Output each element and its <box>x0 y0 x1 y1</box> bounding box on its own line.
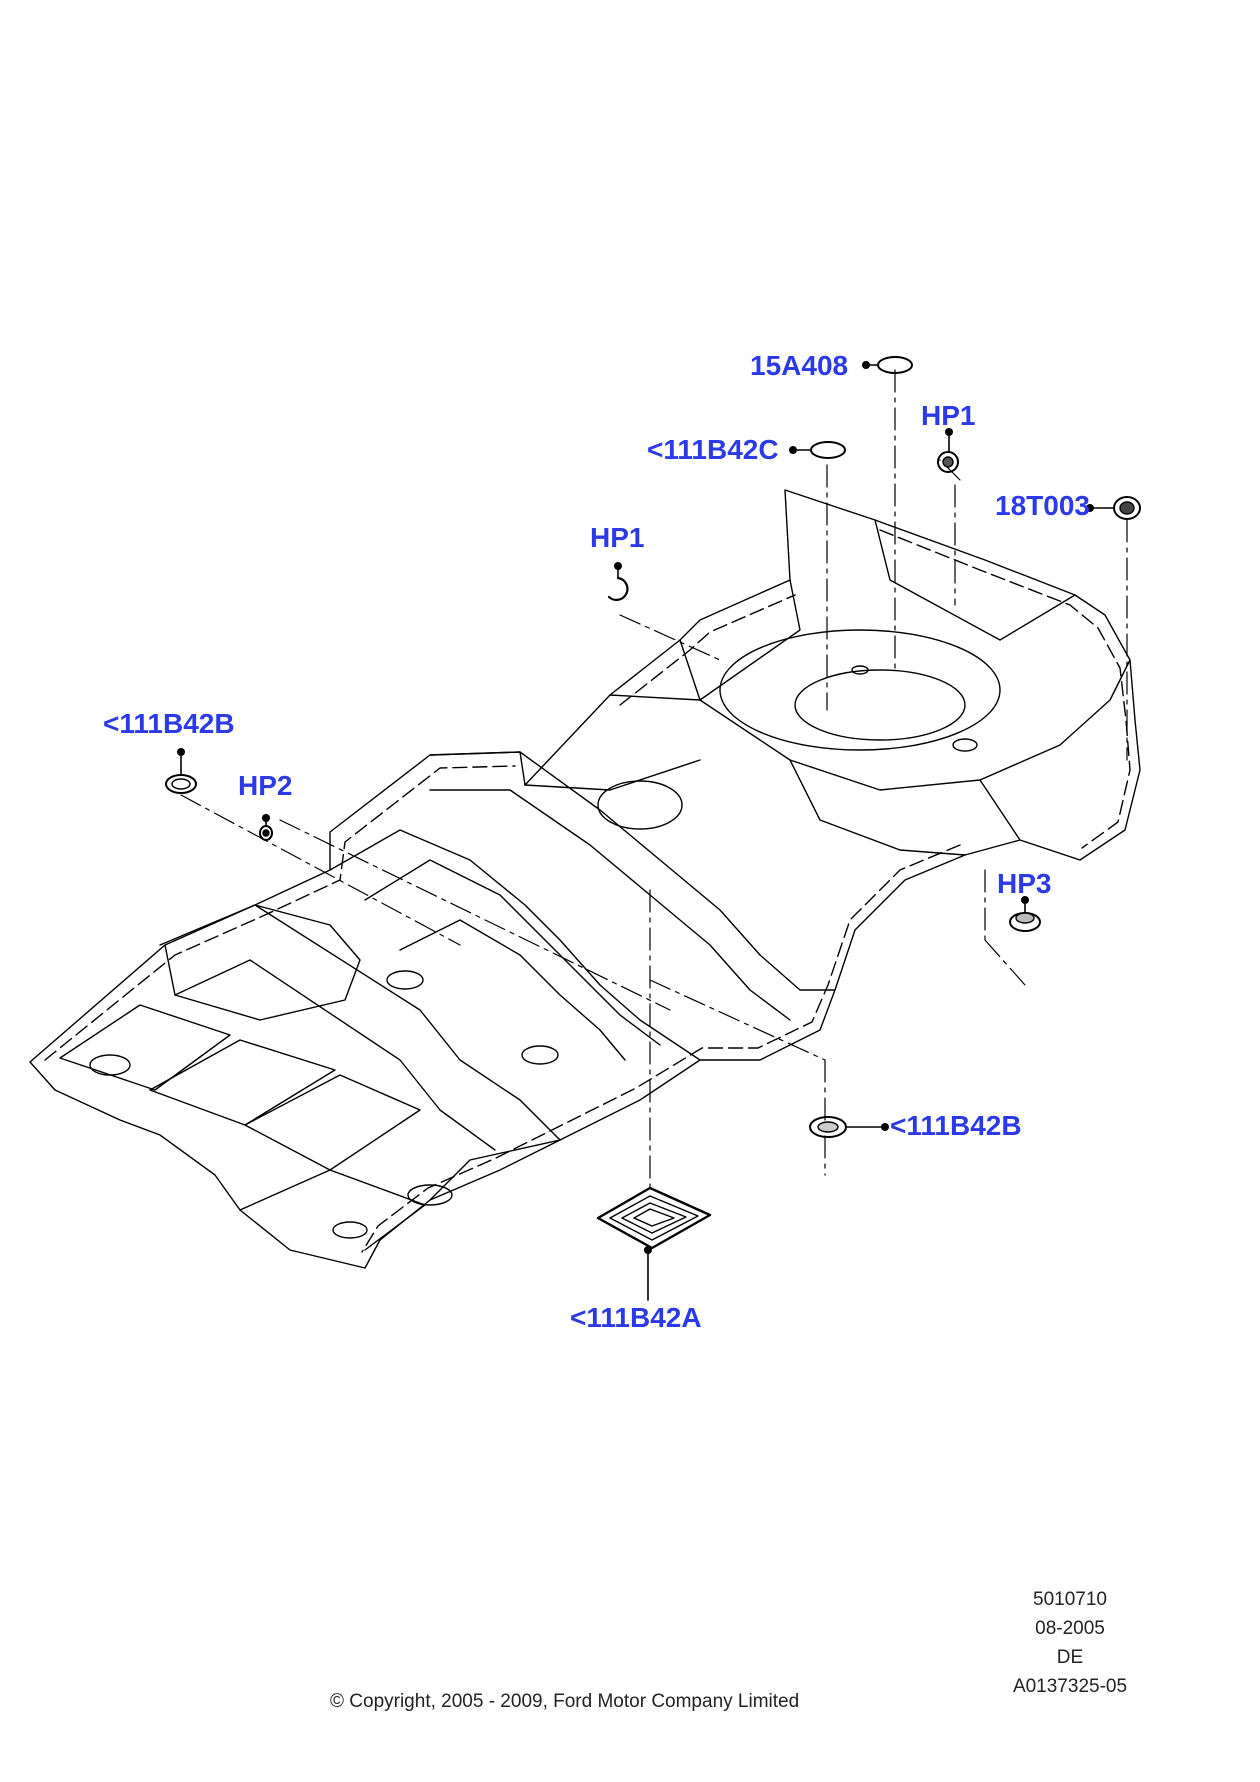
cross-member <box>429 751 836 991</box>
callout-dot <box>945 428 953 436</box>
floor-aperture <box>851 665 869 675</box>
callout-111B42A[interactable]: <111B42A <box>570 1302 702 1333</box>
reference-number: 5010710 <box>1033 1589 1107 1610</box>
region-code: DE <box>1056 1647 1084 1668</box>
floor-rib <box>244 1074 421 1171</box>
rear-floor-rib <box>679 519 1076 701</box>
callout-hp1-mid[interactable]: HP1 <box>590 522 645 553</box>
callout-111B42B-right[interactable]: <111B42B <box>890 1110 1022 1141</box>
hp1-top-grommet-icon <box>937 451 959 473</box>
callout-dot <box>789 446 797 454</box>
callout-dot <box>1086 504 1094 512</box>
callout-hp3[interactable]: HP3 <box>997 868 1052 899</box>
floor-rib <box>149 1039 336 1126</box>
hp2-grommet-icon <box>259 825 273 841</box>
callout-111B42C[interactable]: <111B42C <box>647 434 779 465</box>
floor-aperture <box>521 1045 559 1065</box>
floor-aperture <box>386 970 424 990</box>
rear-floor-rib <box>789 759 1021 856</box>
rear-floor-rib <box>699 659 1131 791</box>
callout-111B42B-left[interactable]: <111B42B <box>103 708 235 739</box>
callout-dot <box>1021 896 1029 904</box>
drawing-id: A0137325-05 <box>1012 1676 1128 1697</box>
hp3-grommet-icon <box>1009 912 1041 932</box>
plug-111B42B-left-icon <box>165 774 197 794</box>
leader-line <box>649 979 826 1061</box>
callout-15A408[interactable]: 15A408 <box>750 350 849 381</box>
leader-line <box>180 794 461 946</box>
floor-rib <box>239 1169 426 1251</box>
leader-line <box>984 939 1026 986</box>
callout-hp2[interactable]: HP2 <box>238 770 293 801</box>
callout-hp1-top[interactable]: HP1 <box>921 400 976 431</box>
leader-line <box>619 614 721 661</box>
copyright-notice: © Copyright, 2005 - 2009, Ford Motor Com… <box>330 1691 800 1712</box>
cross-member <box>429 789 791 1021</box>
callout-dot <box>862 361 870 369</box>
floor-pan-flange <box>44 529 1131 1253</box>
callout-dot <box>644 1246 652 1254</box>
drawing-date: 08-2005 <box>1035 1618 1105 1639</box>
rear-floor-rib <box>524 694 701 791</box>
plug-111B42C-icon <box>810 441 846 459</box>
plug-111B42A-icon <box>596 1186 712 1250</box>
floor-aperture <box>952 738 978 752</box>
leader-line <box>939 459 961 481</box>
hp1-mid-clip-icon <box>607 576 629 601</box>
plug-111B42B-right-icon <box>809 1116 847 1138</box>
center-tunnel <box>399 919 626 1061</box>
plug-18T003-icon <box>1113 496 1141 520</box>
callout-dot <box>881 1123 889 1131</box>
leader-line <box>279 819 671 1011</box>
floor-aperture <box>407 1184 453 1206</box>
callout-dot <box>177 748 185 756</box>
cross-member <box>174 959 496 1151</box>
floor-aperture <box>332 1221 368 1239</box>
spare-wheel-well <box>719 629 1001 751</box>
callout-18T003[interactable]: 18T003 <box>995 490 1090 521</box>
callout-dot <box>614 562 622 570</box>
callout-dot <box>262 814 270 822</box>
floor-rib <box>59 1004 231 1091</box>
floor-aperture <box>597 780 683 830</box>
floor-rib <box>164 904 361 1021</box>
cross-member <box>159 904 561 1141</box>
floor-aperture <box>89 1054 131 1076</box>
floor-pan-outline <box>29 489 1141 1269</box>
spare-wheel-well-inner <box>794 669 966 741</box>
center-tunnel <box>329 829 701 1061</box>
center-tunnel <box>364 859 661 1046</box>
